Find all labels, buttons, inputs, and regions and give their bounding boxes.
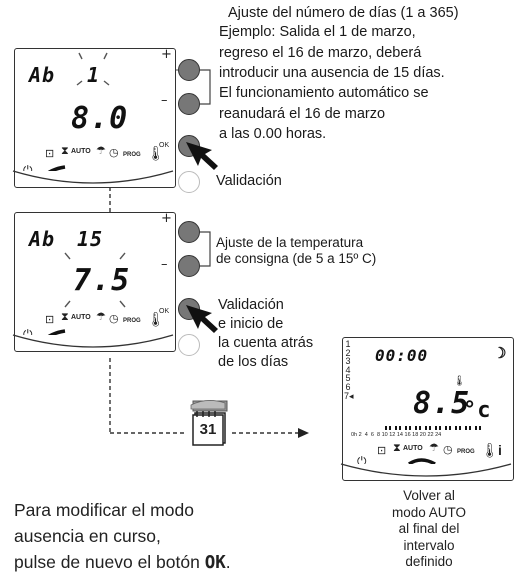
info-icon: i: [498, 442, 502, 458]
hourglass-icon: ⧗: [61, 145, 69, 157]
days-value: 15: [77, 227, 104, 251]
auto-label: AUTO: [71, 148, 91, 155]
temperature-note-2: de consigna (de 5 a 15º C): [216, 251, 377, 266]
blink-marks: [76, 52, 110, 86]
power-icon: ⏻: [23, 327, 33, 341]
thermostat-panel-days: Ab 1 8.0 ⊡ ⧗ AUTO ☂ ◷ PROG 🌡 ⏻ + – OK: [12, 47, 176, 188]
panel-bottom-curve: [12, 170, 174, 184]
thermostat-panel-temperature: Ab 15 7.5 ⊡ ⧗ AUTO ☂ ◷ PROG 🌡 ⏻ + – OK: [12, 211, 176, 352]
comfort-icon: ☂: [96, 145, 106, 157]
thermometer-icon: 🌡: [147, 145, 165, 161]
panel-bottom-curve: [340, 463, 512, 477]
active-bar: [408, 458, 436, 466]
time-display: 00:00: [375, 346, 429, 365]
example-line-5: reanudará el 16 de marzo: [219, 106, 386, 122]
temperature-value: 7.5: [73, 263, 131, 298]
ok-label: OK: [159, 308, 170, 315]
extra-button[interactable]: [178, 334, 200, 356]
hourglass-icon: ⧗: [61, 311, 69, 323]
validation-label: Validación: [216, 173, 282, 189]
plus-label: +: [161, 47, 172, 62]
prog-label: PROG: [123, 152, 141, 158]
minus-label: –: [161, 93, 168, 108]
hourglass-icon: ⧗: [393, 442, 401, 454]
unit-label: °c: [463, 398, 492, 423]
days-value: 1: [87, 63, 101, 87]
auto-label: AUTO: [71, 314, 91, 321]
ok-key-label: OK: [204, 553, 226, 573]
prog-label: PROG: [457, 449, 475, 455]
validation-start-3: la cuenta atrás: [218, 335, 314, 351]
hour-ticks: 0h 2 4 6 8 10 12 14 16 18 20 22 24: [351, 432, 442, 438]
example-line-4: El funcionamiento automático se: [219, 85, 429, 101]
temperature-note-1: Ajuste de la temperatura: [216, 235, 364, 250]
modify-note: Para modificar el modo ausencia en curso…: [14, 500, 231, 573]
mode-indicator: Ab: [29, 63, 56, 87]
comfort-icon: ☂: [429, 442, 439, 454]
extra-button[interactable]: [178, 171, 200, 193]
plus-button[interactable]: [178, 221, 200, 243]
example-line-3: introducir una ausencia de 15 días.: [219, 65, 445, 81]
pointer-arrow-icon: [186, 305, 218, 333]
auto-label: AUTO: [403, 445, 423, 452]
example-line-1: Ejemplo: Salida el 1 de marzo,: [219, 24, 416, 40]
clock-icon: ◷: [109, 313, 119, 325]
example-line-2: regreso el 16 de marzo, deberá: [219, 45, 422, 61]
calendar-icon: 31: [187, 397, 231, 447]
suitcase-icon: ⊡: [377, 445, 387, 457]
thermometer-icon: 🌡: [481, 442, 499, 458]
ok-label: OK: [159, 142, 170, 149]
hour-bars: [385, 426, 481, 430]
day-numbers: 1 2 3 4 5 6 7◂: [344, 339, 354, 401]
clock-icon: ◷: [443, 444, 453, 456]
comfort-icon: ☂: [96, 311, 106, 323]
validation-start-1: Validación: [218, 297, 284, 313]
plus-label: +: [161, 211, 172, 226]
example-line-6: a las 0.00 horas.: [219, 126, 327, 142]
validation-start-2: e inicio de: [218, 316, 284, 332]
validation-start-4: de los días: [218, 354, 289, 370]
days-range-title: Ajuste del número de días (1 a 365): [228, 5, 459, 21]
thermostat-panel-auto: 1 2 3 4 5 6 7◂ 00:00 ☽ 🌡 8.5 °c 0h 2 4 6…: [340, 337, 514, 481]
calendar-day: 31: [199, 421, 217, 438]
temperature-value: 8.5: [413, 386, 471, 421]
minus-label: –: [161, 257, 168, 272]
panel-bottom-curve: [12, 334, 174, 348]
minus-button[interactable]: [178, 93, 200, 115]
blink-marks: [64, 252, 126, 308]
thermometer-icon: 🌡: [147, 311, 165, 327]
suitcase-icon: ⊡: [45, 314, 55, 326]
return-auto-note: Volver al modo AUTO al final del interva…: [391, 488, 467, 569]
mode-indicator: Ab: [29, 227, 56, 251]
pointer-arrow-icon: [186, 142, 218, 170]
power-icon: ⏻: [23, 163, 33, 177]
prog-label: PROG: [123, 318, 141, 324]
power-icon: ⏻: [357, 454, 367, 468]
clock-icon: ◷: [109, 147, 119, 159]
thermometer-small-icon: 🌡: [453, 376, 466, 387]
plus-button[interactable]: [178, 59, 200, 81]
suitcase-icon: ⊡: [45, 148, 55, 160]
minus-button[interactable]: [178, 255, 200, 277]
temperature-value: 8.0: [71, 101, 129, 136]
moon-icon: ☽: [493, 345, 507, 362]
